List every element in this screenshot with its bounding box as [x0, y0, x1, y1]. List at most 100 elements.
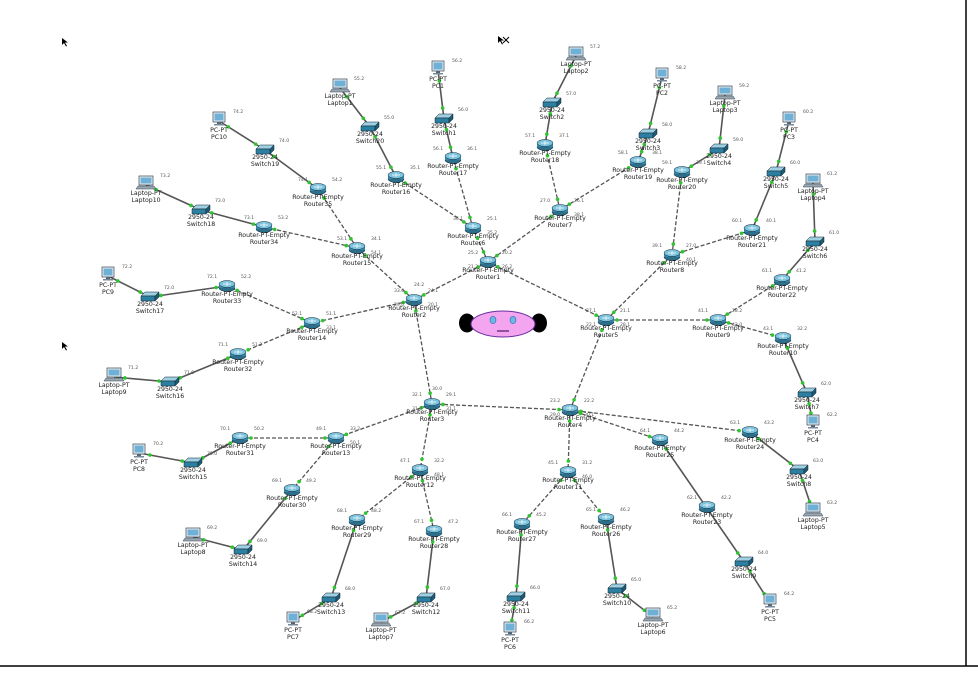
link-r13-r31[interactable] [240, 436, 336, 440]
link-r4-r25[interactable] [569, 409, 661, 441]
link-r6-r16[interactable] [395, 176, 474, 229]
link-r12-r28[interactable] [419, 469, 435, 532]
link-r26-s10[interactable] [605, 518, 618, 590]
link-r2-r3[interactable] [413, 299, 433, 405]
link-r4-r5[interactable] [569, 319, 607, 411]
link-r25-s9[interactable] [659, 439, 745, 563]
router-node-r2[interactable]: Router-PT-EmptyRouter224.133.020.129.024… [388, 282, 440, 319]
link-r1-r6[interactable] [472, 227, 489, 263]
link-s3-pc2[interactable] [647, 76, 663, 135]
link-r9-r22[interactable] [717, 279, 783, 321]
link-r5-r9[interactable] [606, 318, 718, 322]
link-r4-r24[interactable] [569, 409, 751, 433]
link-r16-s20[interactable] [369, 126, 397, 178]
link-r15-r34[interactable] [263, 226, 358, 249]
link-r28-s12[interactable] [425, 530, 435, 599]
link-r3-r4[interactable] [431, 402, 571, 412]
link-r14-r33[interactable] [226, 285, 313, 324]
link-r27-s11[interactable] [515, 523, 523, 598]
link-r33-s17[interactable] [149, 285, 228, 298]
link-r14-r32[interactable] [237, 322, 313, 355]
link-r9-r10[interactable] [717, 319, 784, 339]
link-s17-pc9[interactable] [107, 275, 151, 298]
link-s15-pc8[interactable] [138, 452, 194, 464]
link-s19-pc10[interactable] [218, 120, 266, 151]
link-r6-r17[interactable] [452, 157, 474, 229]
link-r3-r13[interactable] [335, 403, 433, 439]
router-node-r3[interactable]: Router-PT-EmptyRouter329.132.131.131.030… [406, 386, 458, 423]
link-s4-l3[interactable] [718, 94, 726, 150]
link-r7-r18[interactable] [544, 144, 561, 211]
link-s1-pc1[interactable] [437, 69, 445, 120]
link-r5-r8[interactable] [605, 254, 673, 321]
link-r24-s8[interactable] [749, 431, 800, 471]
link-r35-s19[interactable] [264, 149, 319, 190]
link-r22-s6[interactable] [781, 241, 816, 281]
link-r34-s18[interactable] [200, 209, 265, 228]
link-r18-s2[interactable] [544, 102, 553, 146]
link-r15-r35[interactable] [317, 188, 358, 249]
link-s5-pc3[interactable] [775, 120, 790, 173]
link-r2-r14[interactable] [311, 299, 415, 324]
link-r4-r11[interactable] [566, 409, 572, 473]
link-r1-r7[interactable] [487, 209, 561, 263]
link-r2-r15[interactable] [356, 247, 415, 301]
link-r11-r27[interactable] [521, 471, 569, 525]
link-r8-r20[interactable] [671, 171, 683, 256]
